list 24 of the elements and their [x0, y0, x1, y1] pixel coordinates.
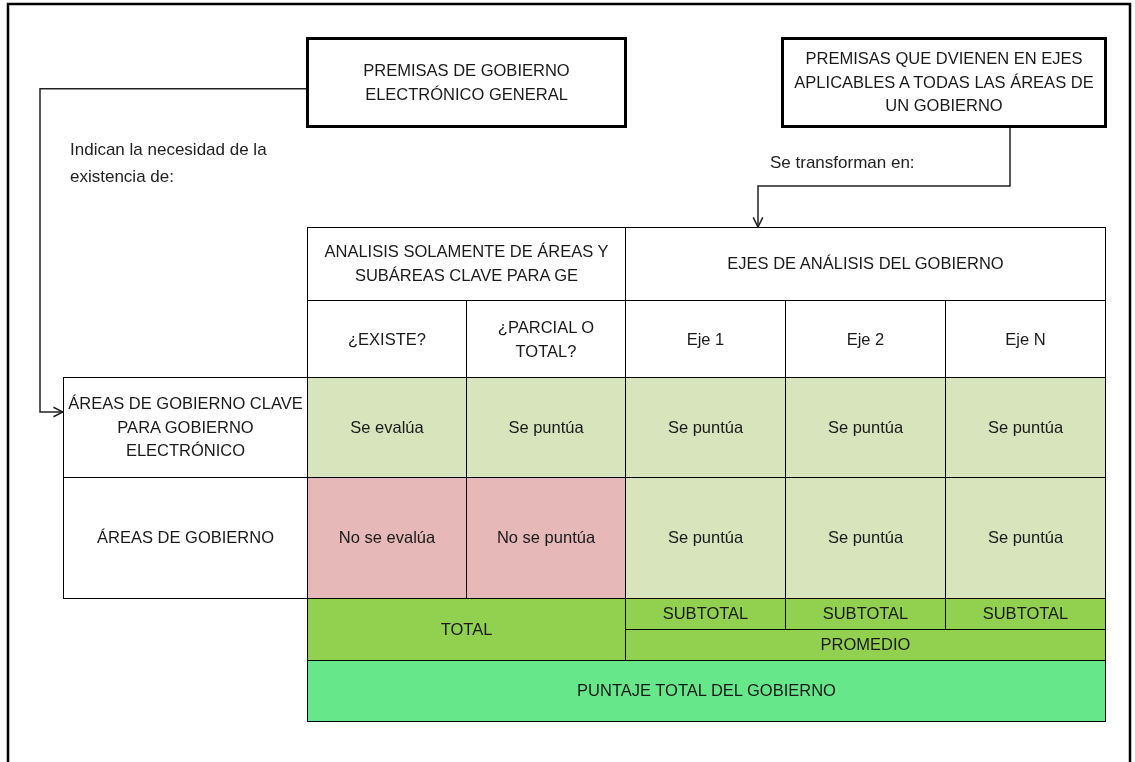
header-cell: ANALISIS SOLAMENTE DE ÁREAS Y SUBÁREAS CLAVE PARA GE	[307, 227, 626, 301]
average-cell: PROMEDIO	[625, 629, 1106, 661]
subtotal-cell: SUBTOTAL	[945, 598, 1106, 630]
total-score-cell: PUNTAJE TOTAL DEL GOBIERNO	[307, 660, 1106, 722]
score-cell: Se puntúa	[625, 377, 786, 478]
row-header-cell: ÁREAS DE GOBIERNO	[63, 477, 308, 599]
subtotal-cell: SUBTOTAL	[785, 598, 946, 630]
score-cell: Se puntúa	[785, 377, 946, 478]
score-cell: No se evalúa	[307, 477, 467, 599]
score-cell: Se puntúa	[466, 377, 626, 478]
score-cell: Se puntúa	[785, 477, 946, 599]
score-cell: Se puntúa	[625, 477, 786, 599]
subtotal-cell: SUBTOTAL	[625, 598, 786, 630]
connector-arrow	[752, 127, 1011, 228]
premise-box: PREMISAS QUE DVIENEN EN EJES APLICABLES A TODAS LAS ÁREAS DE UN GOBIERNO	[781, 37, 1107, 128]
row-header-cell: ÁREAS DE GOBIERNO CLAVE PARA GOBIERNO ELECTRÓNICO	[63, 377, 308, 478]
score-cell: Se puntúa	[945, 377, 1106, 478]
score-cell: No se puntúa	[466, 477, 626, 599]
header-cell: EJES DE ANÁLISIS DEL GOBIERNO	[625, 227, 1106, 301]
connector-arrow	[39, 88, 307, 418]
score-cell: Se evalúa	[307, 377, 467, 478]
premise-box: PREMISAS DE GOBIERNO ELECTRÓNICO GENERAL	[306, 37, 627, 128]
total-cell: TOTAL	[307, 598, 626, 661]
score-cell: Se puntúa	[945, 477, 1106, 599]
